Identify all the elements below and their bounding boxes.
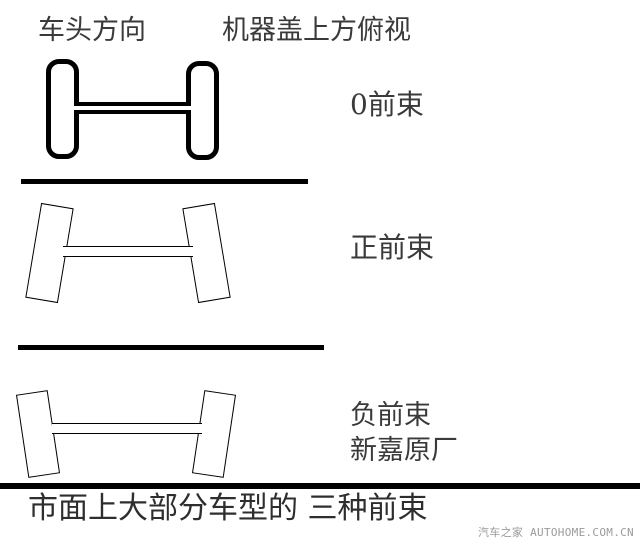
label-positive-toe: 正前束 — [350, 231, 435, 264]
wheel-right-negative-toe — [191, 390, 237, 478]
ground-line — [0, 483, 640, 489]
diagram-positive-toe — [0, 0, 340, 304]
divider-line-1 — [21, 179, 308, 184]
axle-bar-negative-toe — [52, 423, 202, 434]
diagram-zero-toe — [0, 0, 340, 180]
label-negative-toe-sublabel: 新嘉原厂 — [350, 435, 458, 466]
wheel-left-negative-toe — [15, 390, 61, 478]
caption-bottom: 市面上大部分车型的 三种前束 — [28, 491, 428, 526]
divider-line-2 — [18, 345, 324, 350]
header-direction-label: 车头方向 — [38, 15, 146, 46]
axle-bar-positive-toe — [63, 246, 193, 257]
axle-bar-zero-toe — [74, 102, 191, 114]
header-view-label: 机器盖上方俯视 — [222, 15, 411, 46]
watermark-autohome: 汽车之家 AUTOHOME.COM.CN — [478, 526, 634, 539]
diagram-negative-toe — [0, 0, 340, 478]
label-zero-toe: 0前束 — [350, 88, 424, 121]
label-negative-toe: 负前束 — [350, 400, 431, 431]
